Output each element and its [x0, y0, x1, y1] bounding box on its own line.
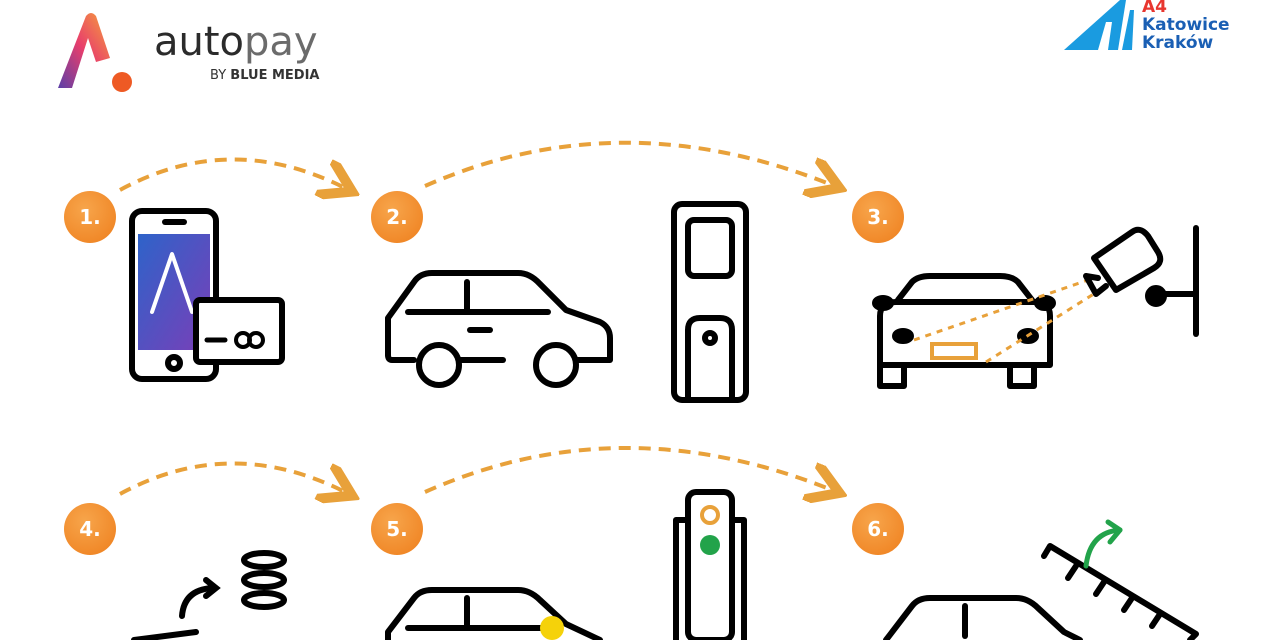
traffic-light-icon — [673, 489, 747, 640]
car-side-icon-6 — [883, 595, 1083, 640]
license-plate-icon — [930, 342, 978, 360]
a4-motorway-logo: A4 Katowice Kraków — [1060, 0, 1260, 56]
barrier-gate-icon — [1041, 543, 1199, 640]
phone-with-card-icon — [129, 208, 285, 382]
autopay-a-icon — [58, 13, 132, 92]
car-light-dot — [540, 616, 564, 640]
dashed-arrow-2-3 — [424, 140, 832, 186]
autopay-wordmark: autopay — [154, 19, 318, 65]
car-side-icon — [385, 270, 613, 388]
a4-road-icon — [1064, 0, 1134, 50]
camera-beam — [913, 276, 1095, 342]
dashed-arrow-1-2 — [119, 157, 345, 190]
car-front-icon — [872, 273, 1056, 389]
step-badge-5: 5. — [371, 503, 423, 555]
step-badge-2: 2. — [371, 191, 423, 243]
security-camera-icon — [1083, 225, 1199, 337]
toll-kiosk-icon — [671, 201, 749, 403]
green-arrow-icon — [1083, 519, 1123, 569]
step-badge-3: 3. — [852, 191, 904, 243]
a4-logo-text: A4 Katowice Kraków — [1142, 0, 1230, 53]
car-side-icon-5 — [385, 587, 603, 640]
dashed-arrow-4-5 — [119, 461, 345, 494]
coins-icon — [131, 550, 287, 640]
autopay-by-blue-media: BY BLUE MEDIA — [210, 68, 320, 83]
step-badge-6: 6. — [852, 503, 904, 555]
dashed-arrow-5-6 — [424, 446, 832, 492]
autopay-logo: autopay BY BLUE MEDIA — [50, 10, 340, 100]
step-badge-1: 1. — [64, 191, 116, 243]
step-badge-4: 4. — [64, 503, 116, 555]
